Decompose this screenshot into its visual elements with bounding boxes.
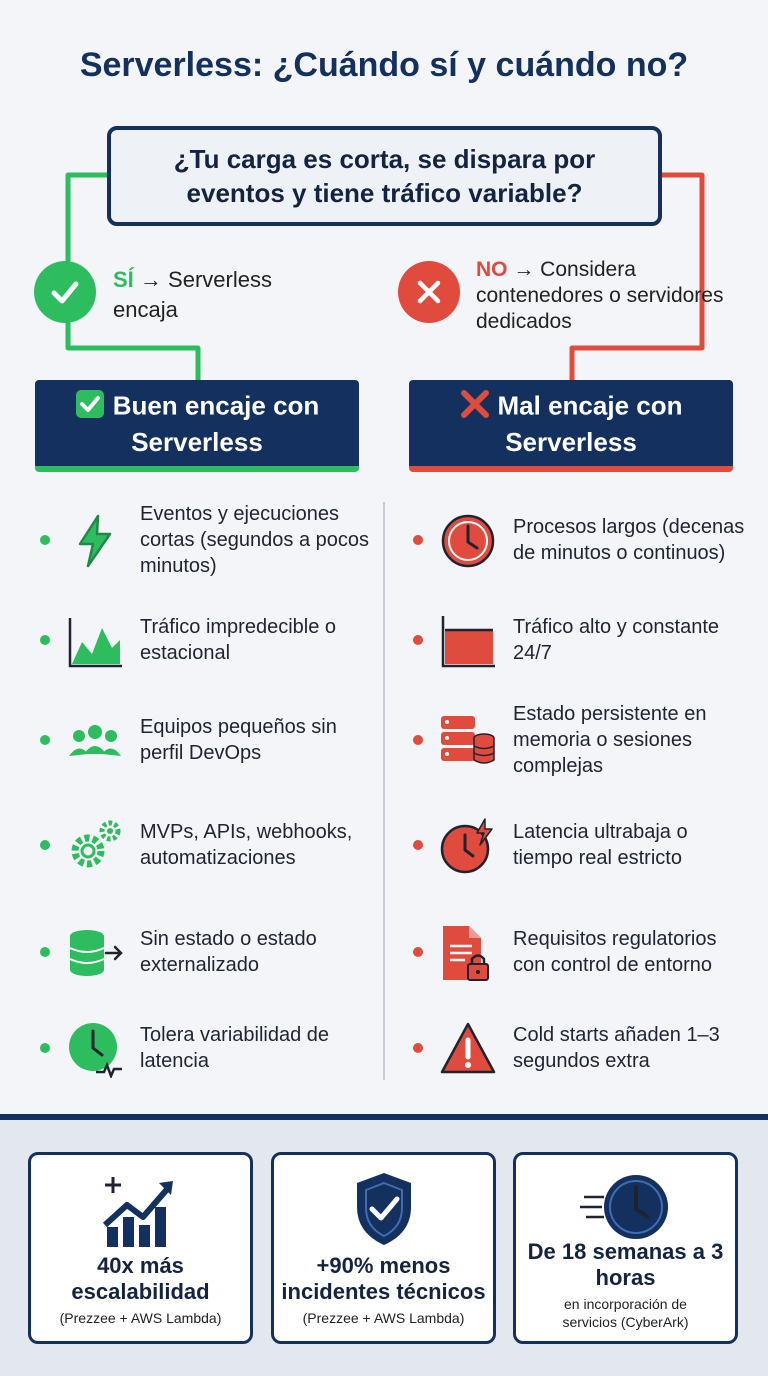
warning-icon	[440, 1022, 496, 1074]
list-item-text: Equipos pequeños sin perfil DevOps	[140, 716, 337, 764]
bullet	[413, 535, 423, 545]
check-box-icon	[75, 389, 105, 426]
list-item-text: Sin estado o estado externalizado	[140, 928, 317, 976]
page-title: Serverless: ¿Cuándo sí y cuándo no?	[79, 46, 689, 84]
list-item-text: Requisitos regulatorios con control de e…	[513, 928, 717, 976]
bullet	[40, 1043, 50, 1053]
good-item-mvps-apis: MVPs, APIs, webhooks, automatizaciones	[40, 805, 380, 885]
clock-pulse-icon	[69, 1023, 122, 1078]
bullet	[40, 635, 50, 645]
stat-headline: De 18 semanas a 3 horas	[527, 1239, 724, 1290]
bad-item-constant-traffic: Tráfico alto y constante 24/7	[413, 600, 753, 680]
bad-item-regulatory: Requisitos regulatorios con control de e…	[413, 912, 753, 992]
bad-fit-header-text: Mal encaje con Serverless	[497, 389, 683, 457]
locked-document-icon	[443, 926, 489, 981]
gears-icon	[71, 820, 121, 868]
red-x-icon	[460, 389, 490, 426]
bad-fit-header: Mal encaje con Serverless	[409, 380, 733, 472]
bullet	[40, 735, 50, 745]
shield-check-icon	[356, 1173, 411, 1245]
list-item-text: Estado persistente en memoria o sesiones…	[513, 703, 707, 777]
bad-item-persistent-state: Estado persistente en memoria o sesiones…	[413, 700, 753, 780]
column-divider	[383, 502, 385, 1080]
bullet	[413, 947, 423, 957]
list-item-text: Latencia ultrabaja o tiempo real estrict…	[513, 821, 688, 869]
good-item-small-teams: Equipos pequeños sin perfil DevOps	[40, 700, 380, 780]
good-fit-header: Buen encaje con Serverless	[35, 380, 359, 472]
list-item-text: Eventos y ejecuciones cortas (segundos a…	[140, 503, 370, 577]
cross-icon	[398, 261, 460, 323]
good-fit-header-text: Buen encaje con Serverless	[112, 389, 320, 457]
bullet	[40, 947, 50, 957]
bad-item-low-latency: Latencia ultrabaja o tiempo real estrict…	[413, 805, 753, 885]
no-branch-text: → Considera contenedores o servidores de…	[476, 258, 724, 333]
speed-clock-icon	[579, 1175, 668, 1239]
bullet	[40, 840, 50, 850]
list-item-text: Procesos largos (decenas de minutos o co…	[513, 516, 745, 564]
decision-connectors	[65, 172, 705, 380]
stat-headline: 40x más escalabilidad	[71, 1253, 210, 1304]
stat-source: (Prezzee + AWS Lambda)	[59, 1310, 222, 1326]
yes-branch: SÍ → Serverless encaja	[113, 265, 333, 325]
server-database-icon	[441, 716, 495, 764]
bullet	[413, 735, 423, 745]
fast-clock-icon	[440, 818, 493, 874]
yes-branch-text: → Serverless encaja	[113, 267, 272, 322]
bad-item-cold-starts: Cold starts añaden 1–3 segundos extra	[413, 1008, 753, 1088]
list-item-text: Tráfico alto y constante 24/7	[513, 616, 720, 664]
bullet	[40, 535, 50, 545]
bullet	[413, 635, 423, 645]
list-item-text: Tráfico impredecible o estacional	[140, 616, 337, 664]
list-item-text: Cold starts añaden 1–3 segundos extra	[513, 1024, 720, 1072]
stat-source: en incorporación de servicios (CyberArk)	[562, 1296, 689, 1330]
good-item-latency-tolerance: Tolera variabilidad de latencia	[40, 1008, 380, 1088]
growth-chart-icon	[102, 1177, 173, 1247]
list-item-text: MVPs, APIs, webhooks, automatizaciones	[140, 821, 353, 869]
lightning-icon	[78, 514, 112, 568]
area-chart-icon	[68, 618, 122, 668]
list-item-text: Tolera variabilidad de latencia	[140, 1024, 330, 1072]
good-item-short-events: Eventos y ejecuciones cortas (segundos a…	[40, 500, 380, 580]
stat-card-onboarding: De 18 semanas a 3 horas en incorporación…	[513, 1152, 738, 1344]
good-item-stateless: Sin estado o estado externalizado	[40, 912, 380, 992]
team-icon	[69, 725, 121, 756]
stat-card-scalability: 40x más escalabilidad (Prezzee + AWS Lam…	[28, 1152, 253, 1344]
stat-card-incidents: +90% menos incidentes técnicos (Prezzee …	[271, 1152, 496, 1344]
checkmark-icon	[34, 261, 96, 323]
no-keyword: NO	[476, 258, 508, 281]
bad-item-long-processes: Procesos largos (decenas de minutos o co…	[413, 500, 753, 580]
yes-keyword: SÍ	[113, 267, 134, 292]
stat-source: (Prezzee + AWS Lambda)	[302, 1310, 465, 1326]
clock-icon	[441, 514, 495, 568]
bullet	[413, 1043, 423, 1053]
stat-headline: +90% menos incidentes técnicos	[281, 1253, 486, 1304]
good-item-variable-traffic: Tráfico impredecible o estacional	[40, 600, 380, 680]
no-branch: NO → Considera contenedores o servidores…	[476, 257, 736, 335]
bullet	[413, 840, 423, 850]
database-arrow-icon	[69, 930, 123, 976]
decision-question: ¿Tu carga es corta, se dispara por event…	[107, 126, 662, 226]
flat-chart-icon	[441, 616, 495, 668]
band-divider	[0, 1114, 768, 1120]
